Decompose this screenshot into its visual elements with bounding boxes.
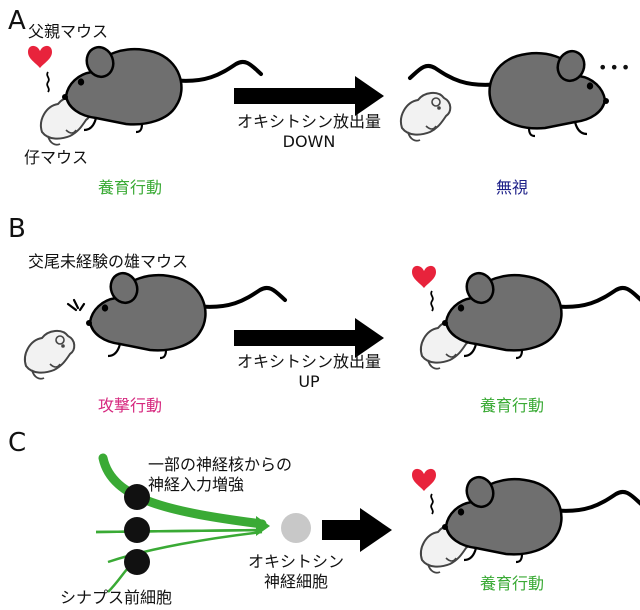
behavior-label-parenting: 養育行動 bbox=[479, 396, 544, 415]
arrow-icon bbox=[234, 318, 384, 358]
behavior-label-ignore: 無視 bbox=[495, 178, 528, 197]
panel-letter-a: A bbox=[8, 6, 26, 36]
arrow-label-oxytocin-release: オキシトシン放出量 bbox=[236, 112, 381, 131]
behavior-label-parenting: 養育行動 bbox=[479, 574, 544, 593]
panel-a-illustration bbox=[28, 41, 609, 146]
panel-b-illustration bbox=[23, 265, 640, 380]
father-mouse-label: 父親マウス bbox=[28, 22, 109, 41]
heart-icon bbox=[28, 45, 52, 68]
anger-mark-icon bbox=[66, 298, 86, 312]
affection-squiggle bbox=[430, 493, 434, 515]
input-label-line2: 神経入力増強 bbox=[148, 475, 245, 494]
male-mouse-icon bbox=[440, 267, 640, 360]
pup-icon bbox=[23, 329, 76, 380]
input-pathway bbox=[107, 530, 263, 564]
strong-input-pathway bbox=[98, 453, 267, 529]
panel-letter-c: C bbox=[8, 428, 27, 458]
oxytocin-neuron bbox=[281, 513, 311, 543]
arrow-icon bbox=[322, 508, 392, 552]
arrow-label-oxytocin-release: オキシトシン放出量 bbox=[236, 352, 381, 371]
presynaptic-neuron bbox=[124, 517, 150, 543]
pup-mouse-label: 仔マウス bbox=[24, 148, 89, 167]
affection-squiggle bbox=[46, 71, 50, 93]
input-label-line1: 一部の神経核からの bbox=[148, 455, 293, 474]
presynaptic-neuron bbox=[124, 549, 150, 575]
arrow-label-up: UP bbox=[298, 372, 320, 391]
virgin-male-label: 交尾未経験の雄マウス bbox=[28, 252, 189, 271]
heart-icon bbox=[412, 265, 436, 288]
panel-letter-b: B bbox=[8, 214, 26, 244]
pup-icon bbox=[399, 91, 452, 142]
arrow-icon bbox=[234, 76, 384, 116]
presynaptic-cell-label: シナプス前細胞 bbox=[60, 588, 173, 607]
male-mouse-icon bbox=[440, 471, 640, 564]
behavior-label-parenting: 養育行動 bbox=[97, 178, 162, 197]
oxytocin-neuron-label-line1: オキシトシン bbox=[247, 552, 344, 571]
behavior-label-attack: 攻撃行動 bbox=[97, 396, 162, 415]
heart-icon bbox=[412, 468, 436, 491]
ellipsis-icon: ••• bbox=[598, 58, 633, 77]
panel-c-illustration bbox=[95, 453, 640, 593]
arrow-label-down: DOWN bbox=[282, 132, 336, 151]
affection-squiggle bbox=[430, 290, 434, 312]
presynaptic-neuron bbox=[124, 484, 150, 510]
oxytocin-neuron-label-line2: 神経細胞 bbox=[263, 572, 328, 591]
